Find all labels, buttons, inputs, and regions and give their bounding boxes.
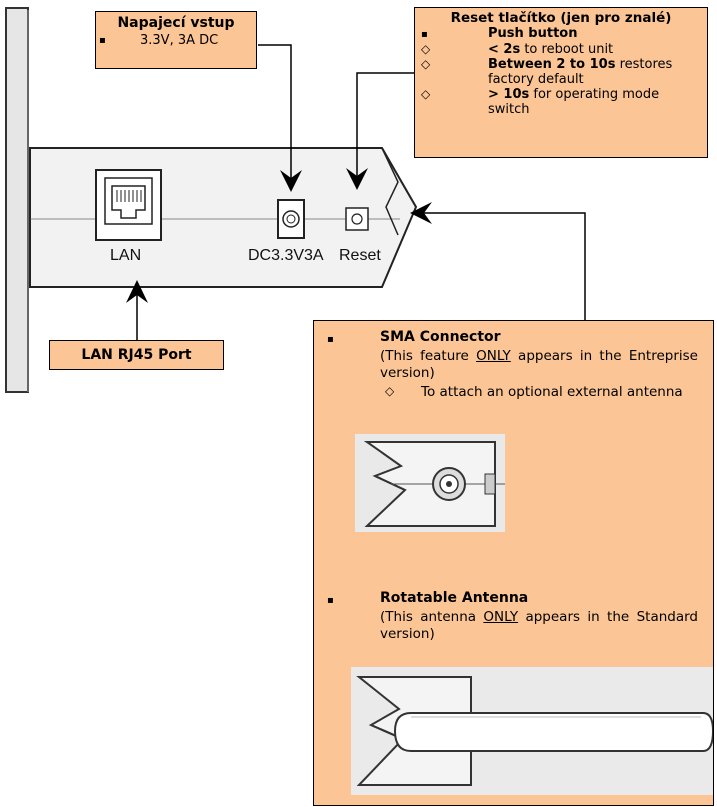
bullet-icon: ▪ [327,334,334,345]
lan-port-callout: LAN RJ45 Port [49,340,224,370]
lan-port-title: LAN RJ45 Port [81,346,192,363]
lan-label: LAN [110,247,142,264]
power-input-title: Napajecí vstup [117,15,235,31]
reset-callout: Reset tlačítko (jen pro znalé) ▪ Push bu… [414,7,708,158]
reset-item: Push button [488,26,578,41]
bullet-icon: ▪ [99,35,106,46]
reset-label: Reset [339,247,381,264]
rot-note: (This antenna ONLY appears in the Standa… [380,609,698,642]
bullet-icon: ▪ [327,595,334,606]
reset-sub-2-bold: Between 2 to 10s [488,57,616,72]
bullet-icon: ▪ [421,29,428,40]
arrow-sma [420,212,586,320]
dc-jack-graphic [277,199,305,239]
power-input-item: 3.3V, 3A DC [140,33,219,48]
dc-label: DC3.3V3A [248,247,324,264]
lan-port-graphic [95,169,162,241]
reset-sub-2-text: restores factory default [488,57,673,87]
sma-title: SMA Connector [380,329,501,345]
sma-note: (This feature ONLY appears in the Entrep… [380,348,698,381]
reset-sub-1-bold: < 2s [488,42,521,57]
bracket-plate [5,7,29,393]
arrow-reset [356,72,414,180]
antenna-callout: ▪ SMA Connector (This feature ONLY appea… [313,320,714,806]
diamond-icon: ◇ [421,57,431,71]
sma-sub: To attach an optional external antenna [421,384,683,400]
diamond-icon: ◇ [385,384,395,398]
power-input-callout: Napajecí vstup ▪ 3.3V, 3A DC [95,11,257,69]
rotatable-antenna-image [351,667,713,795]
diamond-icon: ◇ [421,87,431,101]
rot-title: Rotatable Antenna [380,590,529,606]
sma-connector-image [355,434,505,532]
reset-title: Reset tlačítko (jen pro znalé) [450,10,672,26]
reset-sub-3-text: for operating mode switch [488,87,660,117]
reset-sub-1-text: to reboot unit [520,42,614,57]
reset-sub-3-bold: > 10s [488,87,530,102]
arrow-power [258,44,292,183]
diamond-icon: ◇ [421,42,431,56]
